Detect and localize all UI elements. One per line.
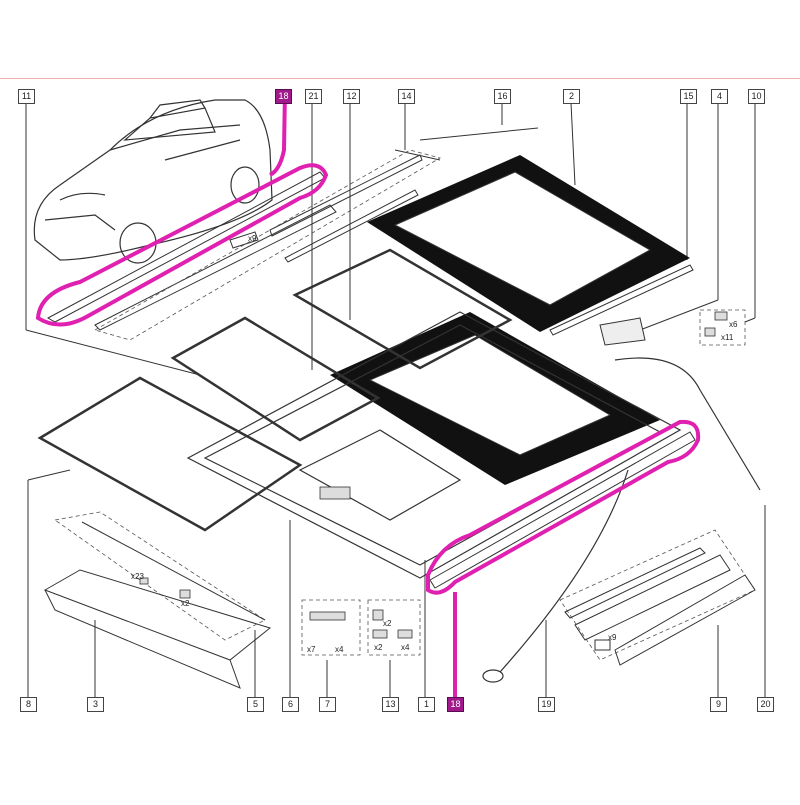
car-illustration — [33, 99, 273, 264]
sun-blind — [43, 521, 272, 689]
qty-x23: x23 — [131, 572, 144, 581]
qty-x11: x11 — [721, 333, 734, 342]
callout-19: 19 — [538, 697, 555, 712]
qty-x9-top: x9 — [248, 234, 257, 243]
callout-20: 20 — [757, 697, 774, 712]
front-glass-panel — [330, 312, 660, 485]
callout-7: 7 — [319, 697, 336, 712]
qty-x7: x7 — [307, 645, 316, 654]
callout-16: 16 — [494, 89, 511, 104]
callout-18-top: 18 — [275, 89, 292, 104]
qty-x2-screw-bottom: x2 — [374, 643, 383, 652]
highlight-left-rail — [35, 163, 329, 327]
drain-hose — [482, 357, 761, 683]
callout-13: 13 — [382, 697, 399, 712]
qty-x2-blind: x2 — [181, 599, 190, 608]
highlight-right-rail — [426, 419, 701, 595]
motor-part — [599, 317, 646, 346]
callout-4: 4 — [711, 89, 728, 104]
qty-x9-right: x9 — [608, 633, 617, 642]
callout-9: 9 — [710, 697, 727, 712]
callout-8: 8 — [20, 697, 37, 712]
top-divider — [0, 78, 800, 79]
callout-1: 1 — [418, 697, 435, 712]
callout-11: 11 — [18, 89, 35, 104]
callout-10: 10 — [748, 89, 765, 104]
seal-frames — [37, 248, 513, 532]
callout-15: 15 — [680, 89, 697, 104]
qty-x2-screw-top: x2 — [383, 619, 392, 628]
qty-x4-clips: x4 — [335, 645, 344, 654]
callout-2: 2 — [563, 89, 580, 104]
callout-14: 14 — [398, 89, 415, 104]
callout-12: 12 — [343, 89, 360, 104]
qty-x6: x6 — [729, 320, 738, 329]
callout-21: 21 — [305, 89, 322, 104]
callout-6: 6 — [282, 697, 299, 712]
qty-x4-screws: x4 — [401, 643, 410, 652]
callout-18-bottom: 18 — [447, 697, 464, 712]
highlight-markings — [35, 89, 701, 705]
rear-glass-panel — [367, 155, 690, 332]
trim-strips-right — [564, 547, 756, 666]
callout-5: 5 — [247, 697, 264, 712]
callout-3: 3 — [87, 697, 104, 712]
leader-2 — [570, 102, 576, 186]
